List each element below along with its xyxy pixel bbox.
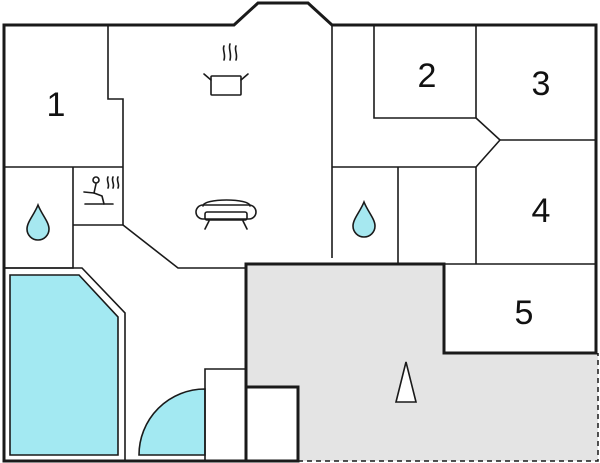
wall-living-diagonal — [122, 224, 246, 269]
steps — [204, 368, 246, 461]
room-4-label: 4 — [532, 192, 551, 230]
wall-bath-left — [4, 167, 74, 269]
room-5-label: 5 — [515, 294, 534, 332]
cooking-pot-icon — [203, 43, 249, 96]
north-arrow-icon — [394, 361, 418, 403]
water-drop-icon — [352, 199, 376, 238]
pool-water — [9, 274, 119, 456]
sofa-icon — [195, 199, 257, 230]
terrace-dashed-edge — [298, 353, 599, 462]
terrace-area — [246, 264, 598, 461]
wall-room1-right — [107, 25, 124, 167]
room-2-label: 2 — [418, 57, 437, 95]
round-spa — [138, 388, 206, 456]
steps-wall — [244, 385, 300, 463]
wall-hall-diagonal — [475, 117, 501, 141]
wall-room2 — [373, 25, 477, 119]
sauna-icon — [83, 176, 120, 205]
room-1-label: 1 — [47, 86, 66, 124]
room-3-label: 3 — [532, 65, 551, 103]
water-drop-icon — [26, 202, 50, 241]
wall-hall — [332, 139, 596, 168]
